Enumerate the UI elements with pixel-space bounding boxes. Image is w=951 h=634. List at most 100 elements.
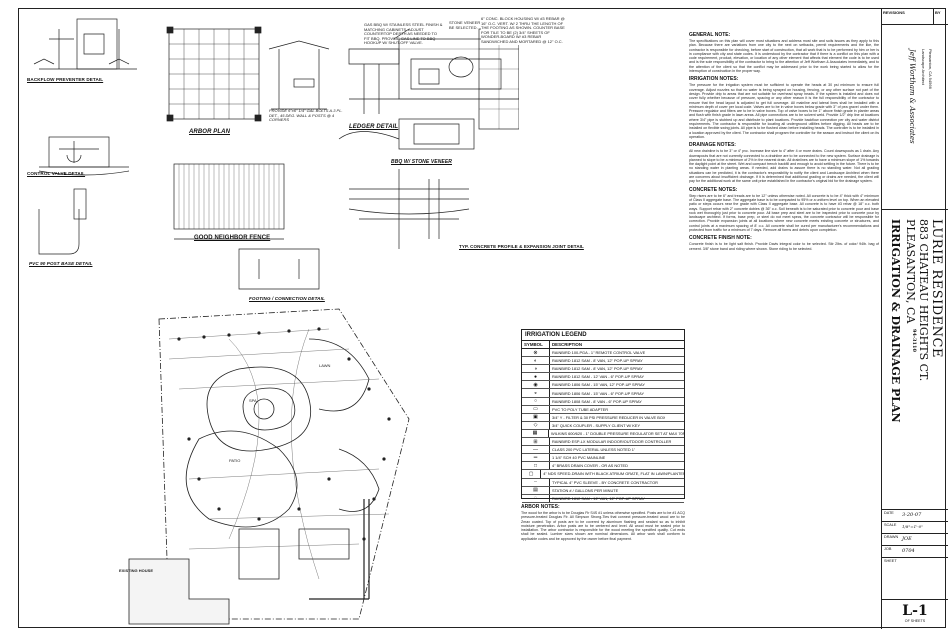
gas-bbq-callout: GAS BBQ W/ STAINLESS STEEL FINISH & MATC…	[364, 22, 443, 46]
legend-symbol-icon: ▭	[522, 405, 550, 413]
stone-veneer-callout: STONE VENEER FACING TO BE SELECTED.	[449, 20, 503, 30]
legend-symbol-icon: ▦	[522, 429, 550, 438]
legend-description: RAINBIRD 1806 SAM - 15' VAN, 12" POP-UP …	[552, 382, 645, 388]
sheet-number-value: L-1	[902, 603, 928, 619]
footing-detail-title: FOOTING / CONNECTION DETAIL	[249, 296, 325, 301]
revisions-header: REVISIONS BY	[882, 9, 948, 25]
legend-description: RAINBIRD 1806 SAM - 15' VAN - 6" POP-UP …	[552, 390, 645, 396]
plan-label-house: EXISTING HOUSE	[119, 568, 154, 573]
concrete-profile-title: TYP. CONCRETE PROFILE & EXPANSION JOINT …	[459, 244, 584, 249]
firm-address: Pleasanton, CA 94566	[928, 49, 933, 89]
legend-description: RAINBIRD 1812 SAM - 8' VAN, 12" POP-UP S…	[552, 366, 643, 372]
good-neighbor-fence-title: GOOD NEIGHBOR FENCE	[194, 235, 271, 241]
legend-row: ▣3/4" Y - FILTER & 30 PSI PRESSURE REDUC…	[522, 413, 684, 422]
legend-row: ○RAINBIRD 1808 SAM - 8' VAN - 6" POP-UP …	[522, 397, 684, 406]
legend-row: ▢4" NDS SPEED-DRAIN WITH BLACK ATRIUM GR…	[522, 470, 684, 479]
sheet-number: L-1 OF SHEETS	[882, 599, 948, 629]
sheet-title: IRRIGATION & DRAINAGE PLAN	[889, 219, 902, 423]
backflow-detail-title: BACKFLOW PREVENTER DETAIL	[27, 77, 104, 82]
legend-row: ⊞RAINBIRD ESP-LX MODULAR INDOOR/OUTDOOR …	[522, 438, 684, 447]
project-name: LURIE RESIDENCE	[929, 219, 944, 358]
concrete-finish-title: CONCRETE FINISH NOTE:	[689, 235, 752, 242]
drawn-field: DRAWN JOE	[882, 533, 948, 545]
of-value: SHEETS	[910, 619, 926, 623]
legend-description: TYPICAL 4" PVC SLEEVE - BY CONCRETE CONT…	[552, 479, 658, 485]
legend-symbol-icon: ⊞	[522, 438, 550, 446]
revisions-label: REVISIONS	[882, 9, 934, 24]
drawn-label: DRAWN	[884, 535, 899, 539]
ledger-detail-title: LEDGER DETAIL	[349, 124, 399, 130]
legend-description: 1 1/4" SCH 40 PVC MAINLINE	[552, 455, 606, 461]
plan-label-spa: SPA	[249, 398, 257, 403]
date-field: DATE 3-20-07	[882, 509, 948, 521]
plan-label-patio: PATIO	[229, 458, 241, 463]
of-label: OF	[904, 619, 910, 623]
legend-symbol-icon: ▢	[522, 470, 542, 478]
legend-row: ◌RAINBIRD 1812 SAM - 12' VAN, 12" POP-UP…	[522, 494, 684, 503]
post-callout: PROVIDE 6"x6" 1/4" GAL BOLTS A.3 PL. DET…	[269, 108, 343, 123]
concrete-notes-title: CONCRETE NOTES:	[689, 186, 738, 193]
legend-description: CLASS 200 PVC LATERAL UNLESS NOTED 1"	[552, 447, 636, 453]
legend-symbol-icon: ┄	[522, 478, 550, 486]
legend-symbol-icon: ◑	[522, 365, 550, 373]
legend-description: RAINBIRD 100-PGA - 1" REMOTE CONTROL VAL…	[552, 350, 646, 356]
legend-symbol-icon: ═	[522, 454, 550, 462]
legend-description: 3/4" QUICK COUPLER - SUPPLY CLIENT W/ KE…	[552, 422, 641, 428]
general-note-body: The specifications on this plan will cov…	[689, 39, 879, 74]
legend-symbol-icon: ●	[522, 373, 550, 381]
scale-field: SCALE 1/8"=1'-0"	[882, 521, 948, 533]
project-zip: 94-3110	[911, 329, 917, 352]
legend-symbol-icon: ◉	[522, 381, 550, 389]
legend-symbol-icon: —	[522, 446, 550, 454]
legend-symbol-icon: ○	[522, 397, 550, 405]
concrete-notes-body: Step risers are to be 6" and treads are …	[689, 193, 879, 232]
legend-description: RAINBIRD ESP-LX MODULAR INDOOR/OUTDOOR C…	[552, 439, 672, 445]
legend-col-description: DESCRIPTION	[552, 342, 583, 347]
bbq-detail-title: BBQ W/ STONE VENEER	[391, 159, 452, 165]
legend-row: ◒RAINBIRD 1806 SAM - 15' VAN - 6" POP-UP…	[522, 389, 684, 398]
legend-symbol-icon: ⊗	[522, 349, 550, 357]
title-block: REVISIONS BY Jeff Wortham & Associates L…	[881, 9, 948, 629]
legend-description: WILKINS 600/620 - 1" DOUBLE PRESSURE REG…	[551, 430, 684, 436]
legend-description: 3/4" Y - FILTER & 30 PSI PRESSURE REDUCE…	[552, 414, 666, 420]
date-label: DATE	[884, 511, 894, 515]
sheet-label: SHEET	[884, 559, 897, 563]
irrigation-legend: IRRIGATION LEGEND SYMBOL DESCRIPTION ⊗RA…	[521, 329, 685, 503]
legend-row: □4" BRASS DRAIN COVER - OR AS NOTED	[522, 462, 684, 471]
legend-description: 4" NDS SPEED-DRAIN WITH BLACK ATRIUM GRA…	[543, 471, 684, 477]
irrigation-site-plan	[128, 308, 410, 625]
drainage-notes-title: DRAINAGE NOTES:	[689, 142, 736, 149]
legend-row: ◐RAINBIRD 1812 SAM - 8' VAN, 12" POP-UP …	[522, 357, 684, 366]
detail-drawings	[33, 18, 519, 290]
legend-row: ◇3/4" QUICK COUPLER - SUPPLY CLIENT W/ K…	[522, 421, 684, 430]
legend-symbol-icon: ▣	[522, 413, 550, 421]
legend-rows: ⊗RAINBIRD 100-PGA - 1" REMOTE CONTROL VA…	[522, 349, 684, 503]
legend-description: 4" BRASS DRAIN COVER - OR AS NOTED	[552, 463, 628, 469]
legend-symbol-icon: ▤	[522, 486, 550, 494]
legend-description: RAINBIRD 1808 SAM - 8' VAN - 6" POP-UP S…	[552, 398, 642, 404]
drawn-value: JOE	[902, 536, 912, 542]
arbor-notes-title: ARBOR NOTES:	[521, 504, 560, 510]
legend-row: ●RAINBIRD 1812 SAM - 12' VAN - 6" POP-UP…	[522, 373, 684, 382]
job-value: 0704	[902, 548, 915, 554]
legend-description: RAINBIRD 1812 SAM - 8' VAN, 12" POP-UP S…	[552, 358, 643, 364]
legend-description: STATION # / GALLONS PER MINUTE	[552, 487, 619, 493]
legend-symbol-icon: ◇	[522, 421, 550, 429]
scale-label: SCALE	[884, 523, 897, 527]
legend-row: ▭PVC TO POLY TUBE ADAPTER	[522, 405, 684, 414]
control-valve-detail-title: CONTROL VALVE DETAIL	[27, 171, 86, 176]
irrigation-notes-title: IRRIGATION NOTES:	[689, 76, 739, 83]
sheet-field: SHEET	[882, 557, 948, 599]
legend-symbol-icon: ◌	[522, 494, 550, 502]
arbor-plan-title: ARBOR PLAN	[189, 129, 230, 135]
note-section-general: GENERAL NOTE: The specifications on this…	[689, 32, 879, 73]
legend-header: SYMBOL DESCRIPTION	[522, 341, 684, 349]
legend-symbol-icon: ◒	[522, 389, 550, 397]
concrete-finish-body: Concrete finish is to be light salt fini…	[689, 242, 879, 251]
note-section-irrigation: IRRIGATION NOTES: The pressure for the i…	[689, 76, 879, 139]
block-housing-callout: 6" CONC. BLOCK HOUSING W/ #3 REBAR @ 16"…	[481, 16, 566, 45]
job-field: JOB 0704	[882, 545, 948, 557]
legend-symbol-icon: ◐	[522, 357, 550, 365]
by-label: BY	[935, 10, 941, 15]
general-notes-column: GENERAL NOTE: The specifications on this…	[689, 29, 879, 625]
